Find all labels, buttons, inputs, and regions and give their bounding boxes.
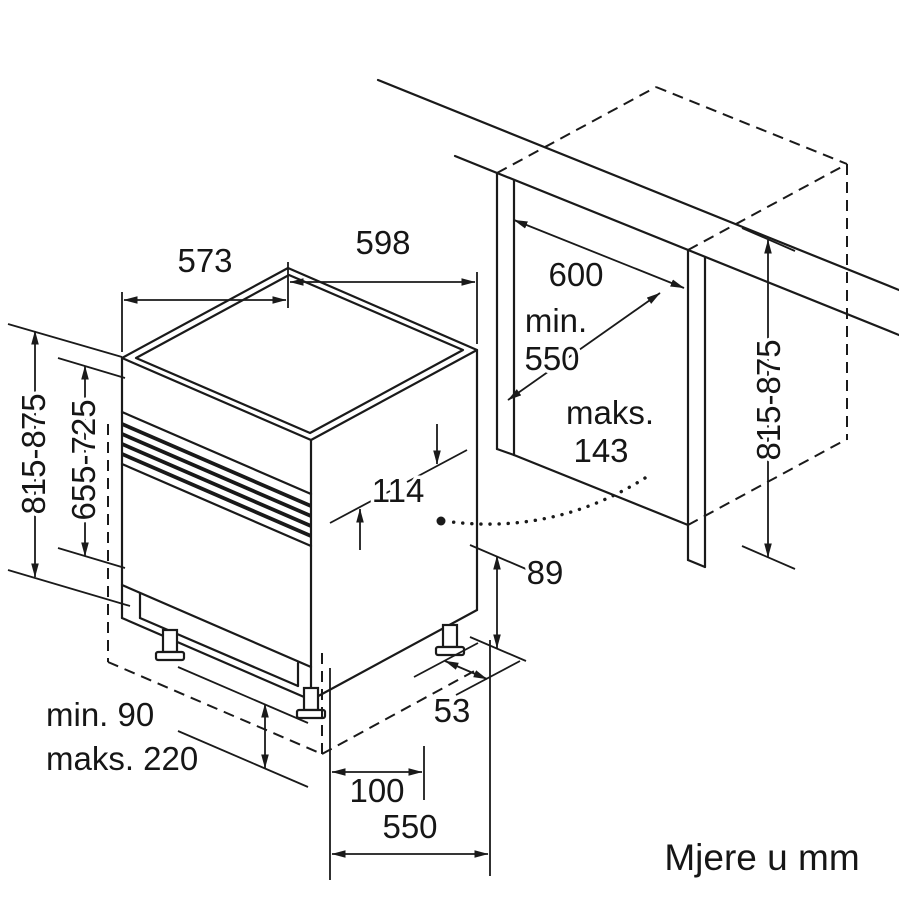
niche-left-panel-bottom <box>495 447 516 457</box>
dim-plinth-max-label: maks. 220 <box>46 740 198 777</box>
dim-base-depth-550: 550 <box>331 640 491 876</box>
dim-89-label: 89 <box>527 554 564 591</box>
dimension-annotations: 573 598 600 min. 550 815-875 815-875 <box>7 219 796 880</box>
dotted-leader-line <box>450 476 647 526</box>
worktop-top-edge <box>376 78 899 292</box>
dim-plinth-min90-maks220: min. 90 maks. 220 <box>43 666 309 788</box>
dim-plinth-min-label: min. 90 <box>46 696 154 733</box>
control-panel-bottom <box>120 410 313 496</box>
dim-rear-base-89: 89 <box>469 544 567 662</box>
dim-maks-143: maks. 143 <box>436 391 658 526</box>
niche-floor-edge <box>512 453 690 527</box>
dim-front-panel-height-655-725: 655-725 <box>57 357 126 569</box>
appliance-feet <box>154 623 466 720</box>
dim-top-depth-573: 573 <box>121 239 289 352</box>
vent-stripes <box>121 422 312 538</box>
dim-niche-width-600: 600 <box>513 219 685 297</box>
dim-maks143-prefix: maks. <box>566 394 654 431</box>
dim-min550-prefix: min. <box>525 302 587 339</box>
appliance-top-face <box>120 266 479 442</box>
appliance-top-inner-rim <box>134 273 465 435</box>
niche-right-panel-bottom <box>686 558 707 569</box>
vent-band-bottom <box>120 462 313 548</box>
units-note: Mjere u mm <box>664 837 859 878</box>
door-bottom-edge <box>120 583 313 669</box>
dim-100-label: 100 <box>349 772 404 809</box>
dim-53-label: 53 <box>434 692 471 729</box>
height-envelope-dashed <box>107 424 479 755</box>
foot-front-right <box>295 686 327 720</box>
worktop-front-edge <box>453 154 899 337</box>
dim-573-label: 573 <box>177 242 232 279</box>
dim-maks143-value: 143 <box>573 432 628 469</box>
dim-598-label: 598 <box>355 224 410 261</box>
dim-appliance-height-815-875: 815-875 <box>7 323 131 607</box>
dim-control-panel-114: 114 <box>329 424 468 550</box>
dim-front-panel-height-label: 655-725 <box>65 399 102 520</box>
dim-550-label: 550 <box>382 808 437 845</box>
dim-600-label: 600 <box>548 256 603 293</box>
dim-niche-height-815-875: 815-875 <box>741 227 796 570</box>
dim-top-width-598: 598 <box>289 221 478 344</box>
appliance <box>107 266 479 755</box>
dim-min550-value: 550 <box>524 340 579 377</box>
reference-dot <box>436 516 446 526</box>
foot-rear-right <box>434 623 466 657</box>
dim-front-clearance-100: 100 <box>329 668 425 880</box>
foot-front-left <box>154 628 186 662</box>
appliance-front-face <box>120 356 313 702</box>
dim-114-label: 114 <box>372 472 425 509</box>
dim-niche-height-label: 815-875 <box>750 339 787 460</box>
cabinet-niche <box>376 78 899 569</box>
dim-appliance-height-label: 815-875 <box>15 393 52 514</box>
dim-rear-foot-53: 53 <box>413 642 521 733</box>
dim-niche-depth-min550: min. 550 <box>507 292 661 401</box>
